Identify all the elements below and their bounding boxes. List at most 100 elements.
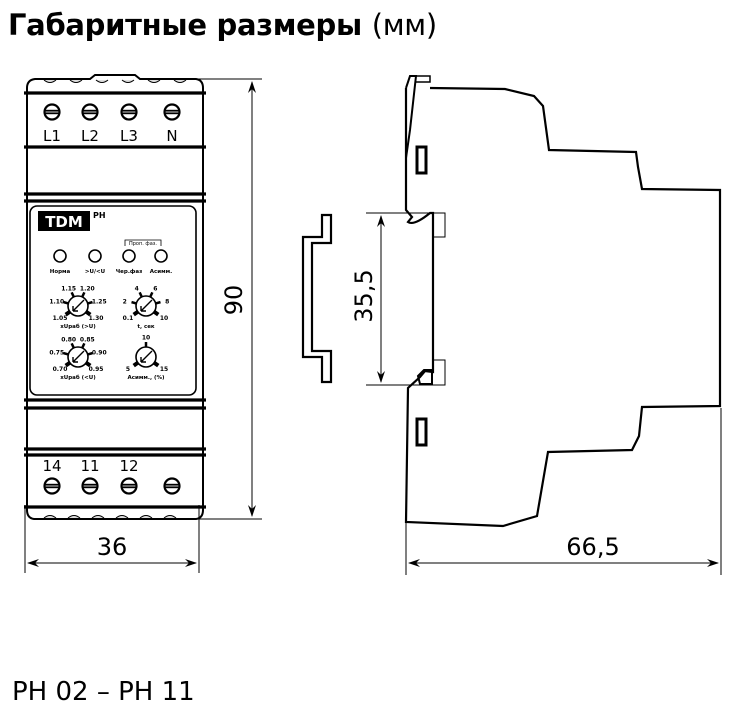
terminal-screw-icon xyxy=(120,477,138,495)
knob-scale-label: 0.90 xyxy=(92,349,107,356)
knob-scale-tick xyxy=(138,291,143,298)
top-terminal-block: L1 L2 L3 N xyxy=(43,103,181,145)
side-body-outline xyxy=(404,86,722,528)
dimension-width xyxy=(24,505,200,573)
knob-scale-tick xyxy=(132,310,139,317)
knob-scale-tick xyxy=(149,291,154,298)
indicator-label: Асимм. xyxy=(150,269,172,275)
terminal-screw-icon xyxy=(43,103,61,121)
led-icon xyxy=(88,249,102,263)
terminal-screw-icon xyxy=(81,103,99,121)
knob-label: xUраб (>U) xyxy=(60,323,96,330)
knob-scale-label: 0.70 xyxy=(53,366,68,373)
knob-label: t, сек xyxy=(137,324,155,330)
dimension-width-label: 36 xyxy=(97,533,128,561)
knob-scale-tick xyxy=(87,300,93,305)
terminal-screw-icon xyxy=(163,103,181,121)
terminal-label: L1 xyxy=(43,127,61,145)
knob-scale-label: 0.75 xyxy=(49,349,64,356)
knob-scale-tick xyxy=(63,351,69,356)
knob-scale-label: 10 xyxy=(142,335,150,342)
knob-scale-label: 2 xyxy=(123,298,127,305)
page-title: Габаритные размеры (мм) xyxy=(8,8,437,42)
knob-scale-label: 1.05 xyxy=(53,315,68,322)
terminal-label: L3 xyxy=(120,127,138,145)
brand-logo-text: TDM xyxy=(45,213,83,231)
knob-scale-label: 1.15 xyxy=(61,285,76,292)
knob-scale-label: 4 xyxy=(135,285,139,292)
side-view xyxy=(404,75,722,528)
title-unit: (мм) xyxy=(371,8,437,42)
dimension-height-label: 90 xyxy=(220,285,248,316)
knob-label: Асимм., (%) xyxy=(128,375,165,381)
dimension-rail-label: 35,5 xyxy=(350,269,378,322)
front-view: L1 L2 L3 N TDM РН Проп. фаз. Норма >U/<U… xyxy=(24,74,262,573)
knob-scale-label: 6 xyxy=(153,285,157,292)
knob-scale-tick xyxy=(153,361,160,368)
knob-scale-tick xyxy=(64,361,71,368)
knob-scale-label: 1.20 xyxy=(80,285,95,292)
indicator-label: Чер.фаз xyxy=(116,268,143,275)
indicator-group-label: Проп. фаз. xyxy=(129,241,157,247)
terminal-screw-icon xyxy=(43,477,61,495)
knob-pointer-icon xyxy=(72,299,85,312)
knob-scale-label: 0.1 xyxy=(123,315,134,322)
knob-delay[interactable]: 0.1 2 4 6 8 10 t, сек xyxy=(123,285,170,330)
knob-scale-tick xyxy=(85,361,92,368)
knob-pointer-icon xyxy=(140,299,153,312)
title-main: Габаритные размеры xyxy=(8,8,362,42)
knob-pointer-icon xyxy=(72,350,85,363)
bottom-vent-slots xyxy=(43,515,177,519)
indicator-label: Норма xyxy=(50,269,71,275)
knob-scale-label: 10 xyxy=(160,315,168,322)
knob-scale-tick xyxy=(64,310,71,317)
terminal-label: N xyxy=(166,127,177,145)
indicator-label: >U/<U xyxy=(85,269,105,275)
dimension-depth xyxy=(405,408,722,575)
terminal-label: 14 xyxy=(42,457,61,475)
led-icon xyxy=(154,249,168,263)
knob-scale-label: 0.95 xyxy=(89,366,104,373)
indicator-group: Проп. фаз. Норма >U/<U Чер.фаз Асимм. xyxy=(50,239,172,275)
device-code: РН xyxy=(93,211,106,220)
top-vent-slots xyxy=(43,79,187,83)
bottom-terminal-block: 14 11 12 xyxy=(42,457,181,495)
knob-scale-tick xyxy=(153,310,160,317)
din-rail-profile xyxy=(301,213,333,384)
terminal-label: L2 xyxy=(81,127,99,145)
terminal-label: 11 xyxy=(80,457,99,475)
knob-scale-label: 0.85 xyxy=(80,336,95,343)
knob-pointer-icon xyxy=(140,350,153,363)
terminal-screw-icon xyxy=(163,477,181,495)
knob-scale-tick xyxy=(131,300,137,305)
knob-scale-tick xyxy=(63,300,69,305)
knob-scale-label: 15 xyxy=(160,366,168,373)
knob-scale-label: 1.30 xyxy=(89,315,104,322)
knob-scale-label: 1.25 xyxy=(92,298,107,305)
knob-scale-tick xyxy=(132,361,139,368)
clip-slot-icon xyxy=(415,145,428,175)
dimension-height xyxy=(190,78,262,520)
knob-scale-tick xyxy=(87,351,93,356)
knob-scale-tick xyxy=(81,291,86,298)
terminal-label: 12 xyxy=(119,457,138,475)
clip-slot-icon xyxy=(415,417,428,447)
knob-scale-tick xyxy=(70,291,75,298)
front-band-lines xyxy=(24,91,206,509)
knob-scale-label: 5 xyxy=(126,366,130,373)
knob-scale-label: 8 xyxy=(165,298,169,305)
dimension-depth-label: 66,5 xyxy=(566,533,619,561)
knob-scale-label: 0.80 xyxy=(61,336,76,343)
knob-scale-label: 1.10 xyxy=(49,298,64,305)
knob-scale-tick xyxy=(70,342,75,349)
terminal-screw-icon xyxy=(81,477,99,495)
brand-logo: TDM xyxy=(38,211,90,231)
knob-scale-tick xyxy=(85,310,92,317)
led-icon xyxy=(122,249,136,263)
knob-scale-tick xyxy=(81,342,86,349)
